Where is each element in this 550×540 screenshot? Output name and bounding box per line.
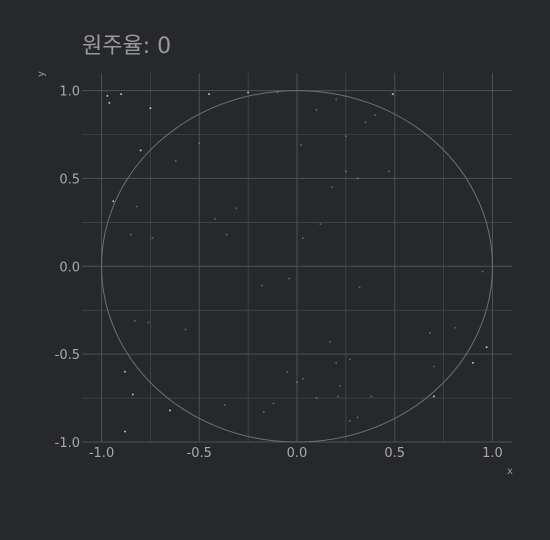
data-point: [168, 409, 171, 412]
data-point: [348, 419, 351, 422]
data-point: [432, 395, 435, 398]
y-axis-label: y: [36, 71, 47, 77]
data-point: [131, 393, 134, 396]
x-axis-label: x: [507, 466, 513, 477]
data-point: [247, 91, 250, 94]
data-point: [358, 286, 361, 289]
data-point: [315, 397, 318, 400]
data-point: [485, 346, 488, 349]
data-point: [374, 114, 377, 117]
data-point: [129, 233, 132, 236]
data-point: [286, 370, 289, 373]
data-point: [213, 217, 216, 220]
data-point: [344, 135, 347, 138]
data-point: [133, 319, 136, 322]
data-point: [481, 270, 484, 273]
data-point: [108, 101, 111, 104]
y-tick-label: -0.5: [55, 348, 80, 363]
data-point: [225, 233, 228, 236]
data-point: [272, 402, 275, 405]
data-point: [124, 370, 126, 373]
data-point: [288, 277, 291, 280]
y-tick-labels: -1.0 -0.5 0.0 0.5 1.0: [55, 85, 80, 451]
data-point: [370, 395, 373, 398]
data-point: [331, 186, 334, 189]
data-point: [335, 98, 338, 101]
x-tick-label: -0.5: [187, 446, 212, 461]
data-point: [276, 91, 279, 94]
chart-title: 원주율: 0: [82, 34, 171, 59]
y-tick-label: 0.0: [59, 260, 80, 275]
data-point: [356, 416, 359, 419]
data-point: [471, 361, 474, 364]
data-point: [315, 108, 318, 111]
data-point: [124, 430, 126, 433]
unit-circle: [101, 90, 493, 443]
data-point: [149, 107, 152, 110]
x-tick-labels: -1.0 -0.5 0.0 0.5 1.0: [89, 446, 503, 461]
data-point: [120, 93, 123, 96]
data-point: [198, 142, 201, 145]
data-points: [106, 91, 488, 433]
data-point: [223, 404, 226, 407]
y-tick-label: 0.5: [59, 172, 80, 187]
data-point: [184, 328, 187, 331]
data-point: [296, 381, 298, 384]
data-point: [235, 207, 238, 210]
data-point: [301, 237, 304, 240]
x-tick-label: 1.0: [482, 446, 503, 461]
data-point: [147, 321, 150, 324]
data-point: [356, 177, 359, 180]
data-point: [364, 121, 367, 124]
data-point: [112, 200, 115, 203]
data-point: [151, 237, 154, 240]
y-tick-label: -1.0: [55, 436, 80, 451]
y-tick-label: 1.0: [59, 85, 80, 100]
x-tick-label: 0.5: [384, 446, 405, 461]
data-point: [454, 326, 457, 329]
data-point: [319, 223, 322, 226]
data-point: [432, 365, 435, 368]
data-point: [391, 93, 394, 96]
data-point: [335, 361, 338, 364]
data-point: [106, 94, 109, 97]
data-point: [348, 358, 351, 361]
data-point: [135, 205, 138, 208]
data-point: [329, 340, 332, 343]
x-tick-label: 0.0: [287, 446, 308, 461]
data-point: [299, 144, 302, 147]
data-point: [428, 332, 431, 335]
x-tick-label: -1.0: [89, 446, 114, 461]
data-point: [174, 159, 177, 162]
grid: [82, 73, 512, 443]
data-point: [208, 93, 211, 96]
data-point: [339, 384, 341, 387]
data-point: [344, 170, 347, 173]
data-point: [262, 411, 265, 414]
data-point: [337, 395, 340, 398]
data-point: [260, 284, 263, 287]
data-point: [387, 170, 390, 173]
data-point: [139, 149, 142, 152]
data-point: [301, 377, 304, 380]
